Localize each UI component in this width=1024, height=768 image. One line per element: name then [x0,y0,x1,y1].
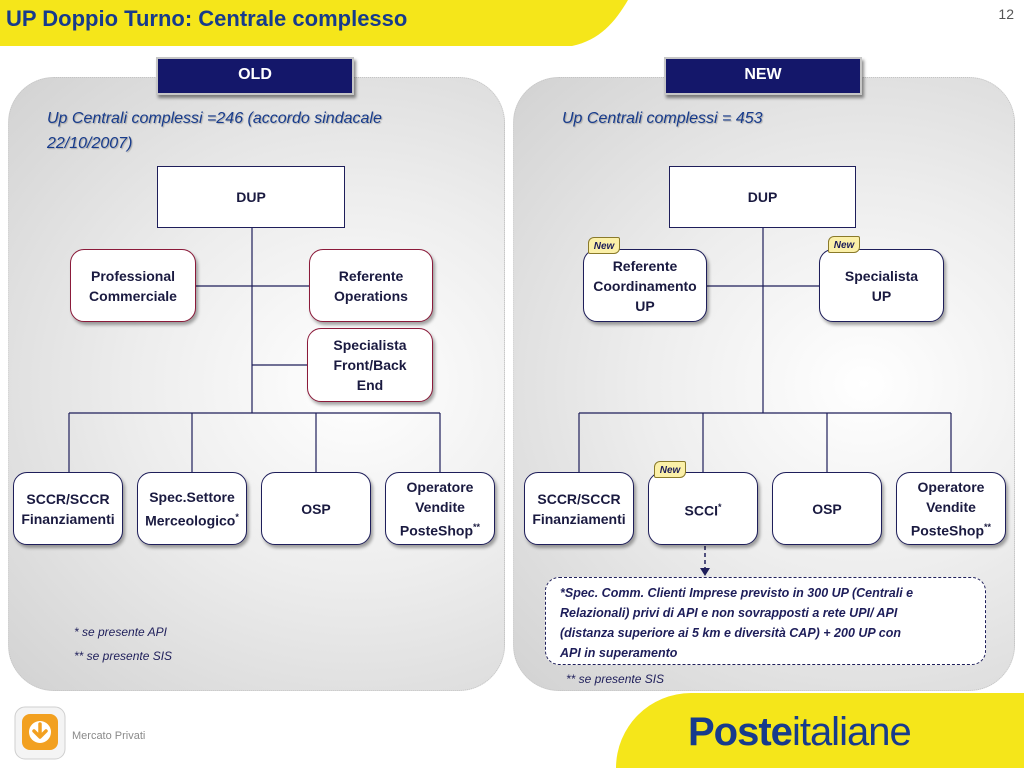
page-number: 12 [998,6,1014,22]
new-scci-box: SCCI* [648,472,758,545]
spec-line1: Spec.Settore [149,488,235,505]
new-sccr-line2: Finanziamenti [532,510,626,527]
specialista-line3: End [356,377,384,393]
old-osp-box: OSP [261,472,371,545]
new-specialista-line2: UP [871,287,892,304]
professional-line2: Commerciale [89,287,177,304]
old-dup-label: DUP [236,189,266,205]
new-footnote-sis: ** se presente SIS [566,672,665,686]
new-sccr-box: SCCR/SCCR Finanziamenti [524,472,634,545]
scci-label: SCCI [684,502,718,519]
new-tag-specialista: New [828,236,860,253]
new-referente-line2: Coordinamento [593,277,697,294]
professional-line1: Professional [90,267,176,284]
old-sccr-line2: Finanziamenti [21,510,115,527]
new-tag-scci: New [654,461,686,478]
footer-label: Mercato Privati [72,730,146,742]
spec-sup: * [235,511,239,522]
new-operatore-line2: Vendite [926,498,976,515]
old-operatore-line2: Vendite [415,498,465,515]
referente-line2: Operations [334,287,408,304]
new-referente-line3: UP [635,297,655,314]
old-operatore-line3: PosteShop [399,522,474,539]
new-operatore-line1: Operatore [917,478,985,495]
new-dup-box: DUP [669,166,856,228]
scci-note: *Spec. Comm. Clienti Imprese previsto in… [545,577,986,665]
specialista-line1: Specialista [333,337,407,353]
specialista-line2: Front/Back [333,357,407,373]
logo-regular: italiane [791,710,912,754]
spec-line2: Merceologico [145,512,236,529]
new-osp-label: OSP [812,500,842,517]
posteitaliane-logo: Posteitaliane [688,710,912,755]
old-subtitle-line1: Up Centrali complessi =246 (accordo sind… [47,110,382,127]
old-sccr-box: SCCR/SCCR Finanziamenti [13,472,123,545]
new-header: NEW [664,57,862,95]
new-sccr-line1: SCCR/SCCR [537,490,621,507]
old-dup-box: DUP [157,166,345,228]
old-footnote-sis: ** se presente SIS [74,649,173,663]
new-osp-box: OSP [772,472,882,545]
new-referente-line1: Referente [612,257,678,274]
logo-bold: Poste [688,710,793,754]
title-bar-background [0,0,628,46]
old-sccr-line1: SCCR/SCCR [26,490,110,507]
note-line: API in superamento [560,646,678,660]
old-subtitle-line2: 22/10/2007) [47,135,133,152]
old-operatore-sup: ** [473,521,481,532]
new-tag-referente: New [588,237,620,254]
old-osp-label: OSP [301,500,331,517]
logo-background [616,693,1024,768]
new-operatore-sup: ** [984,521,992,532]
referente-line1: Referente [338,267,404,284]
scci-sup: * [717,501,722,512]
old-operatore-line1: Operatore [406,478,474,495]
download-icon [14,706,66,760]
new-operatore-line3: PosteShop [910,522,985,539]
old-header: OLD [156,57,354,95]
note-line: *Spec. Comm. Clienti Imprese previsto in… [560,586,914,600]
old-subtitle: Up Centrali complessi =246 (accordo sind… [47,106,467,156]
new-specialista-line1: Specialista [844,267,919,284]
new-dup-label: DUP [747,189,778,205]
new-subtitle: Up Centrali complessi = 453 [562,110,763,127]
note-line: (distanza superiore ai 5 km e diversità … [560,626,901,640]
page-title: UP Doppio Turno: Centrale complesso [6,6,408,31]
note-line: Relazionali) privi di API e non sovrappo… [560,606,898,620]
old-footnote-api: * se presente API [74,625,167,639]
